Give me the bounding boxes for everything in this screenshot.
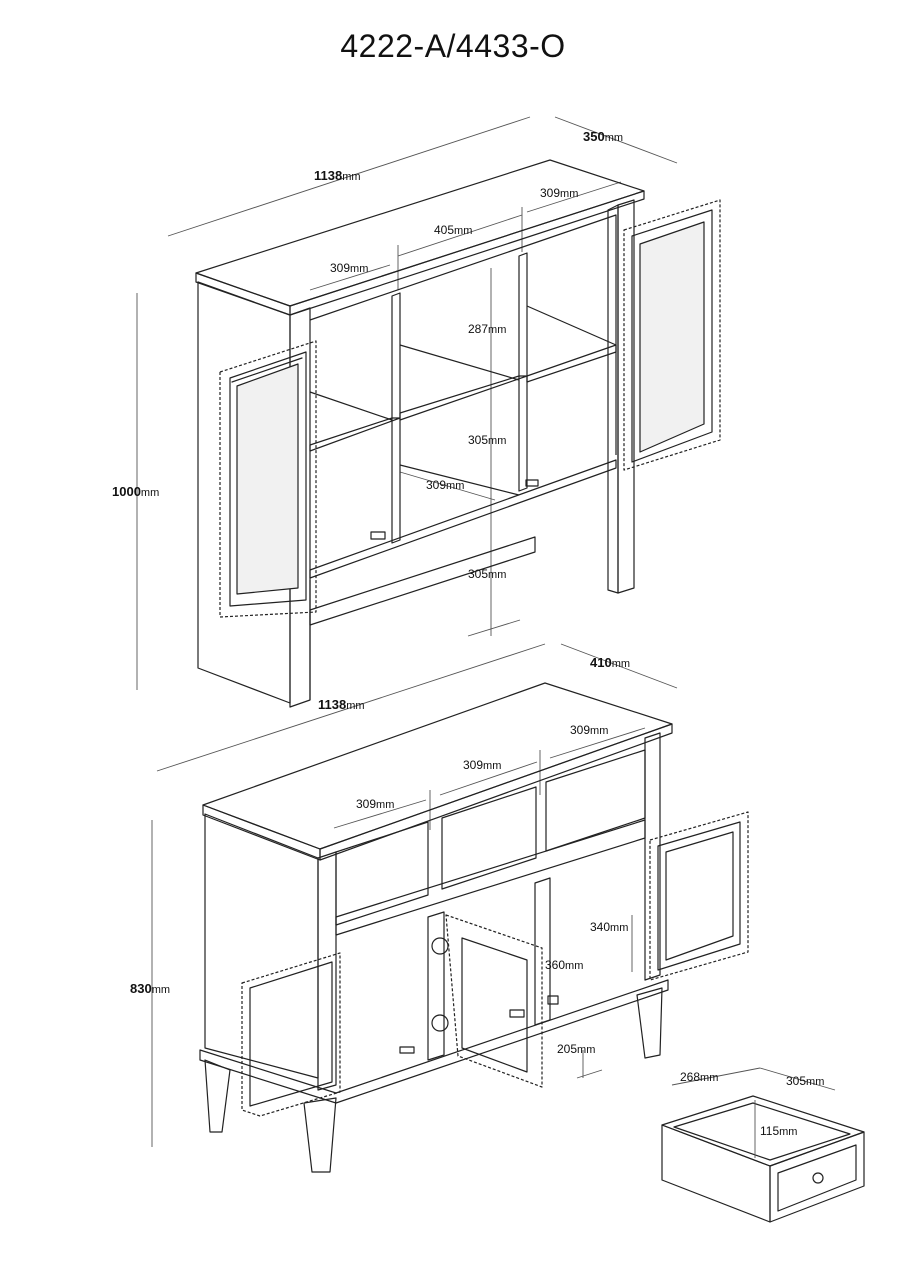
lower-left-side — [204, 813, 319, 1079]
upper-dim-center-width: 405mm — [434, 223, 473, 237]
drawer-depth-label: 268mm — [680, 1070, 719, 1084]
drawer-detail — [661, 1067, 865, 1223]
upper-dim-shelf-depth: 309mm — [426, 478, 465, 492]
leg-front-right — [636, 987, 663, 1059]
lower-right-door — [649, 811, 749, 981]
lower-dim-drawer-center: 309mm — [463, 758, 502, 772]
drawer-left — [335, 821, 429, 926]
upper-dim-shelf-height-bottom: 305mm — [468, 567, 507, 581]
upper-dim-shelf-height-top: 287mm — [468, 322, 507, 336]
upper-width-label: 1138mm — [314, 168, 361, 183]
lower-dimension-lines — [151, 643, 678, 1147]
upper-dimension-lines — [136, 116, 678, 690]
drawer-height-label: 115mm — [760, 1124, 798, 1138]
lower-width-label: 1138mm — [318, 697, 365, 712]
upper-height-label: 1000mm — [112, 484, 160, 499]
leg-front-left — [303, 1097, 337, 1173]
upper-dim-left-width: 309mm — [330, 261, 369, 275]
upper-dim-shelf-height-mid: 305mm — [468, 433, 507, 447]
lower-depth-label: 410mm — [590, 655, 631, 670]
upper-depth-label: 350mm — [583, 129, 624, 144]
upper-top-board — [195, 159, 645, 307]
lower-dim-inner-height: 340mm — [590, 920, 629, 934]
lower-dim-drawer-left: 309mm — [356, 797, 395, 811]
leg-back-left — [204, 1059, 231, 1133]
upper-dim-right-width: 309mm — [540, 186, 579, 200]
lower-center-door — [431, 914, 543, 1088]
lower-height-label: 830mm — [130, 981, 171, 996]
drawer-center — [441, 786, 537, 890]
upper-right-door — [623, 199, 721, 471]
lower-dim-leg-height: 205mm — [557, 1042, 596, 1056]
drawer-right — [545, 749, 646, 852]
diagram-title: 4222-A/4433-O — [340, 28, 566, 64]
lower-left-door — [241, 952, 341, 1117]
lower-dim-inner-depth: 360mm — [545, 958, 584, 972]
drawer-width-label: 305mm — [786, 1074, 825, 1088]
lower-top-board — [202, 682, 673, 850]
upper-left-door — [219, 340, 317, 618]
lower-dim-drawer-right: 309mm — [570, 723, 609, 737]
